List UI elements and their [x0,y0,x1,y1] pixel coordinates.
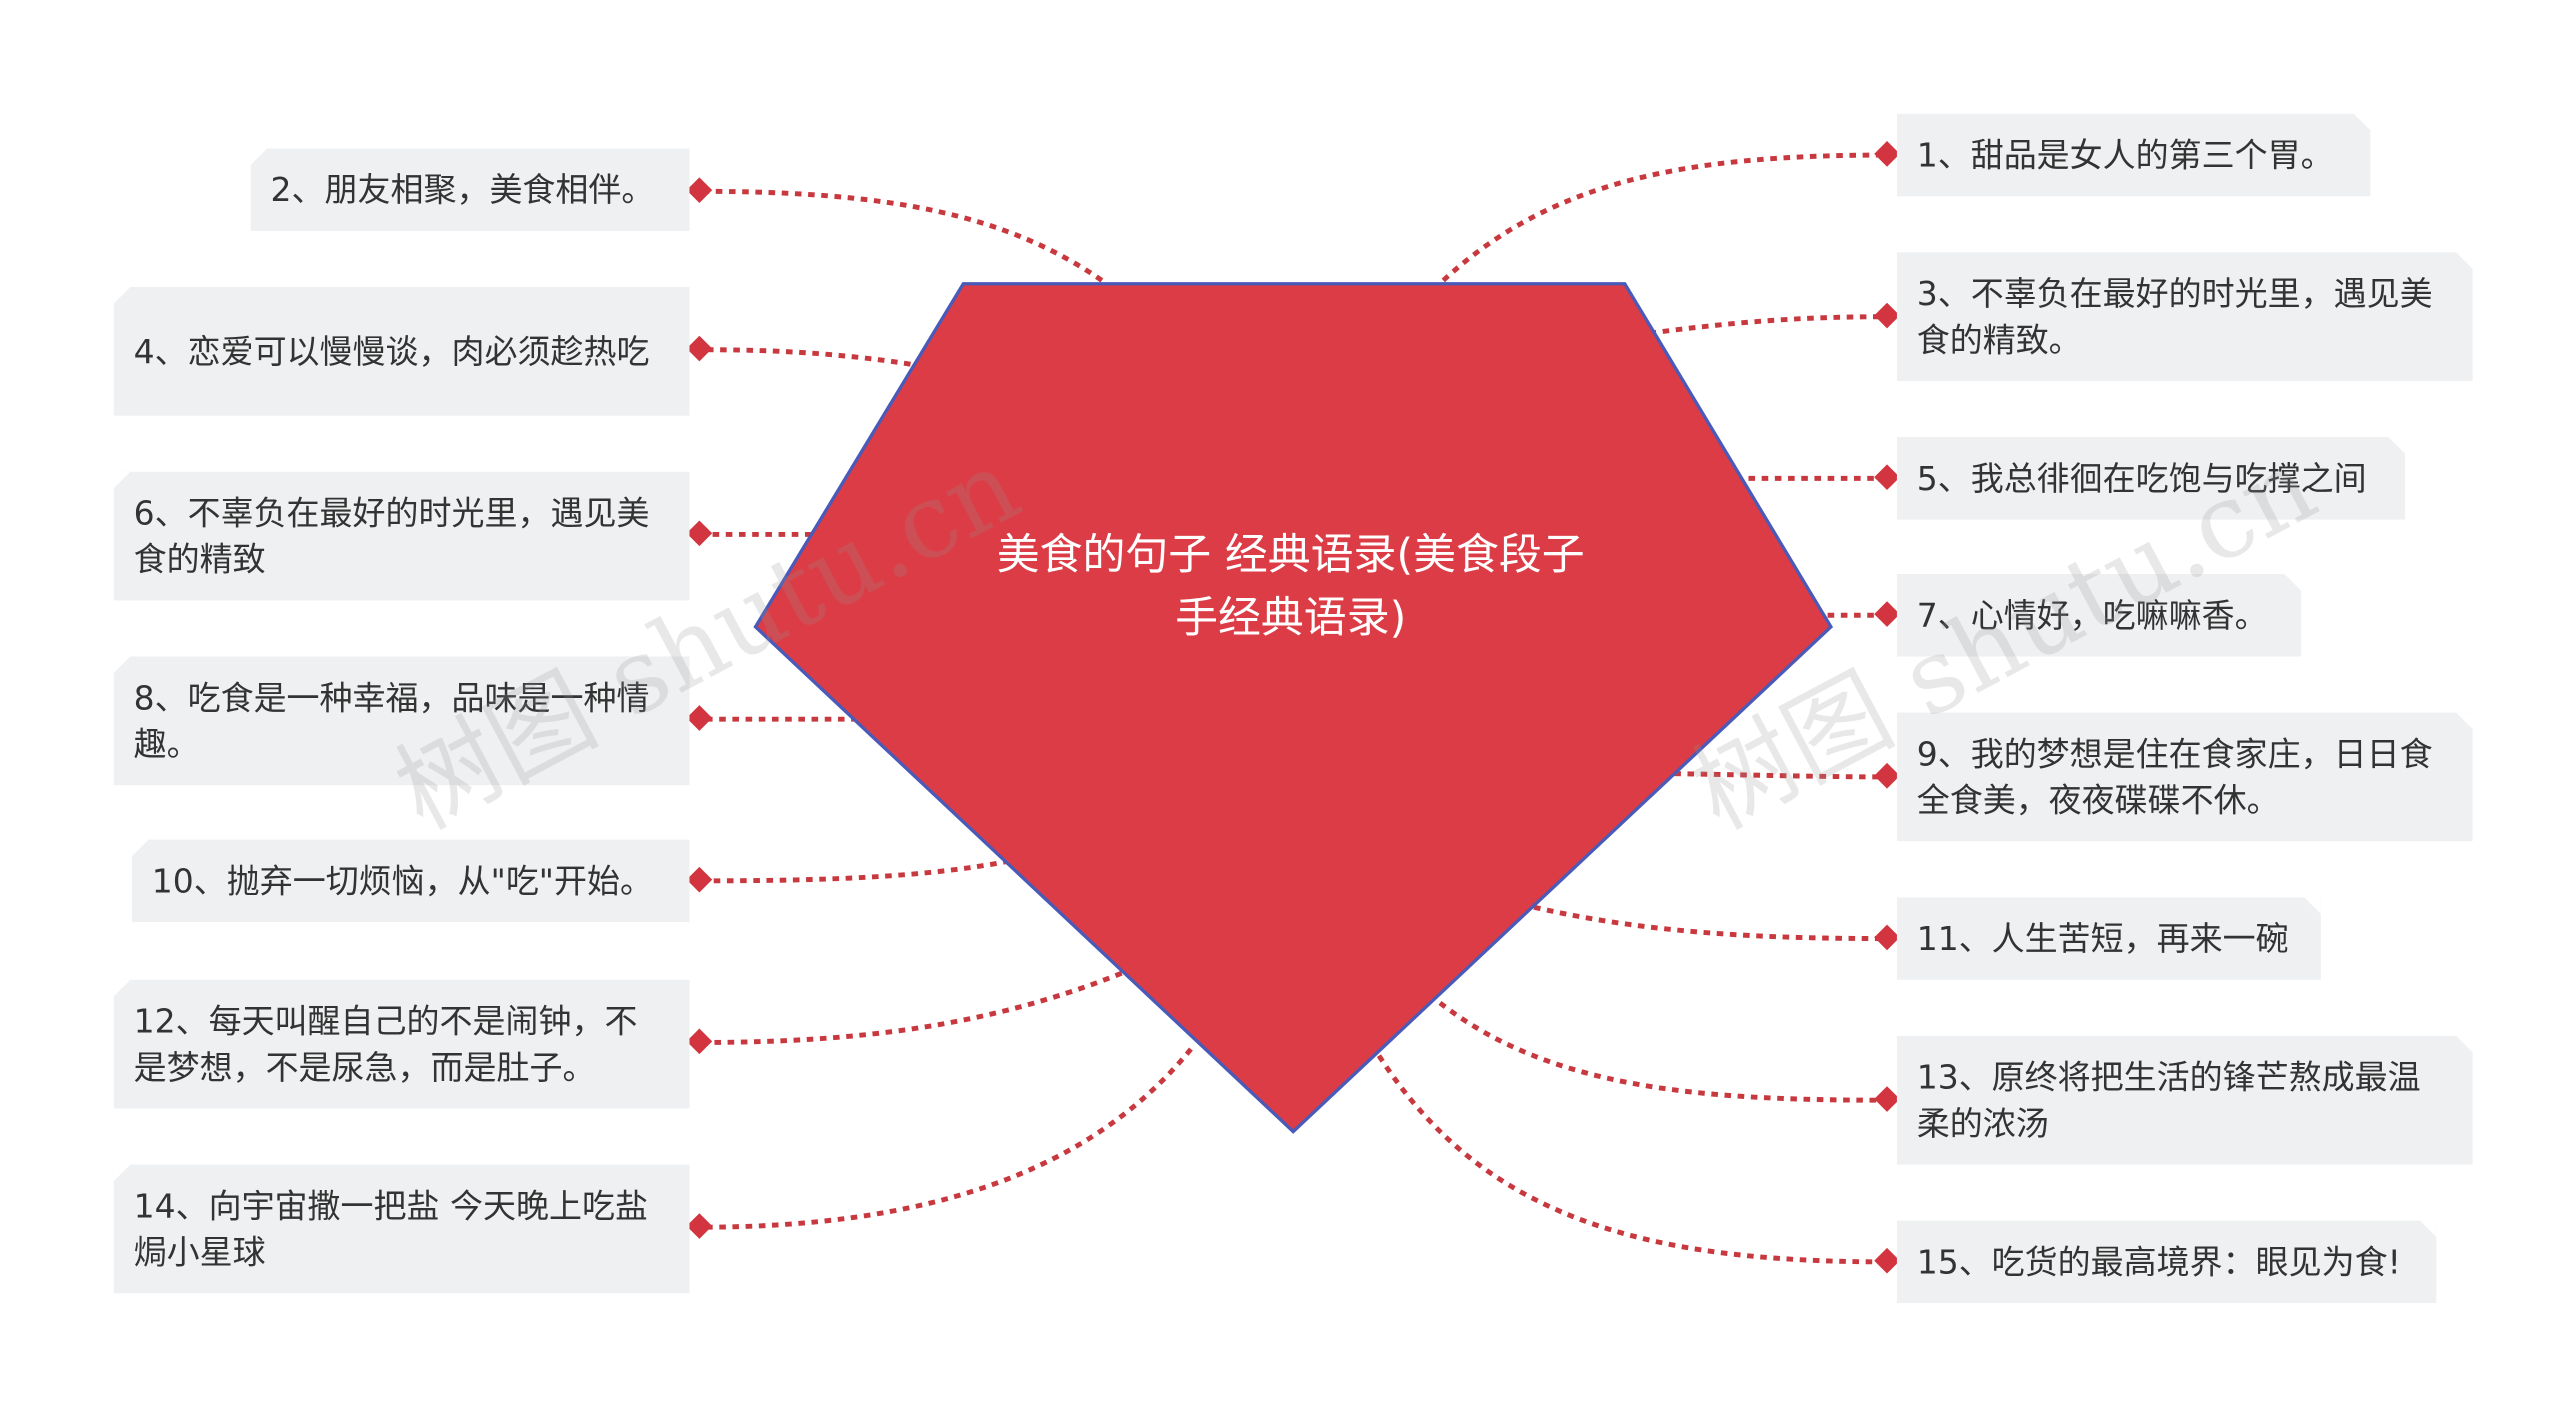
marker-left-6 [686,1028,713,1055]
link-right-5 [1674,771,1888,780]
link-left-7 [699,1047,1193,1230]
node-right-8[interactable]: 15、吃货的最高境界：眼见为食! [1896,1220,2437,1304]
link-left-6 [699,970,1123,1045]
node-label: 9、我的梦想是住在食家庄，日日食全食美，夜夜碟碟不休。 [1916,734,2433,820]
link-left-1 [699,188,1104,283]
node-left-5[interactable]: 10、抛弃一切烦恼，从"吃"开始。 [131,839,690,923]
node-label: 11、人生苦短，再来一碗 [1916,918,2289,959]
node-right-3[interactable]: 5、我总徘徊在吃饱与吃撑之间 [1896,437,2405,520]
marker-left-5 [686,866,713,893]
node-label: 10、抛弃一切烦恼，从"吃"开始。 [151,861,653,901]
node-label: 8、吃食是一种幸福，品味是一种情趣。 [133,677,650,764]
node-right-5[interactable]: 9、我的梦想是住在食家庄，日日食全食美，夜夜碟碟不休。 [1896,712,2473,842]
node-right-2[interactable]: 3、不辜负在最好的时光里，遇见美食的精致。 [1896,252,2473,382]
link-left-2 [699,347,925,369]
center-title[interactable]: 美食的句子 经典语录(美食段子手经典语录) [996,531,1585,644]
node-left-2[interactable]: 4、恋爱可以慢慢谈，肉必须趁热吃 [113,287,690,416]
node-label: 7、心情好，吃嘛嘛香。 [1916,595,2268,636]
node-left-7[interactable]: 14、向宇宙撒一把盐 今天晚上吃盐焗小星球 [113,1164,690,1294]
node-right-6[interactable]: 11、人生苦短，再来一碗 [1896,897,2321,980]
node-label: 3、不辜负在最好的时光里，遇见美食的精致。 [1916,273,2433,360]
link-right-6 [1533,904,1888,942]
node-label: 6、不辜负在最好的时光里，遇见美食的精致 [133,493,650,579]
node-right-7[interactable]: 13、原终将把生活的锋芒熬成最温柔的浓汤 [1896,1035,2473,1165]
center-shape[interactable] [753,282,1834,1134]
node-right-1[interactable]: 1、甜品是女人的第三个胃。 [1896,113,2371,197]
link-right-1 [1441,152,1888,283]
node-label: 5、我总徘徊在吃饱与吃撑之间 [1916,458,2367,499]
node-left-3[interactable]: 6、不辜负在最好的时光里，遇见美食的精致 [113,471,690,601]
link-right-8 [1376,1054,1888,1265]
marker-left-1 [686,177,713,204]
node-label: 12、每天叫醒自己的不是闹钟，不是梦想，不是尿急，而是肚子。 [133,1001,638,1088]
node-label: 14、向宇宙撒一把盐 今天晚上吃盐焗小星球 [133,1185,648,1272]
marker-left-2 [686,335,713,362]
node-label: 2、朋友相聚，美食相伴。 [270,169,655,210]
link-right-7 [1438,1000,1888,1103]
node-label: 15、吃货的最高境界：眼见为食! [1916,1242,2401,1282]
marker-left-4 [686,705,713,731]
link-right-2 [1649,314,1888,336]
link-left-5 [699,858,1010,884]
node-left-1[interactable]: 2、朋友相聚，美食相伴。 [250,148,690,231]
node-label: 13、原终将把生活的锋芒熬成最温柔的浓汤 [1916,1057,2421,1144]
node-label: 1、甜品是女人的第三个胃。 [1916,135,2334,175]
node-right-4[interactable]: 7、心情好，吃嘛嘛香。 [1896,574,2302,657]
node-left-4[interactable]: 8、吃食是一种幸福，品味是一种情趣。 [113,656,690,786]
node-label: 4、恋爱可以慢慢谈，肉必须趁热吃 [133,331,650,372]
marker-left-7 [686,1213,713,1239]
node-left-6[interactable]: 12、每天叫醒自己的不是闹钟，不是梦想，不是尿急，而是肚子。 [113,979,690,1109]
marker-left-3 [686,520,713,547]
